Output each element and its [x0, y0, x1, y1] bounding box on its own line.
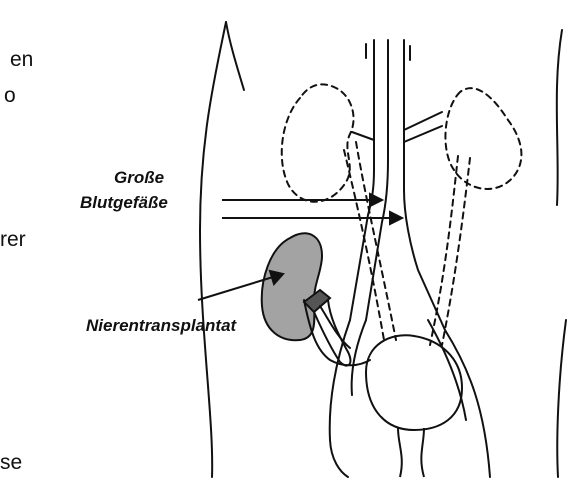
aorta-right-wall — [404, 40, 445, 330]
vena-cava-wall — [366, 40, 388, 320]
native-kidney-left-dashed — [282, 84, 354, 201]
bladder-outline — [366, 335, 462, 430]
iliac-right-outer — [445, 330, 490, 477]
iliac-left-inner — [352, 320, 366, 395]
vessels-arrow-1-head — [370, 194, 382, 206]
torso-right-outline — [557, 30, 562, 205]
native-ureter-right-b — [442, 158, 470, 345]
native-ureter-left-b — [356, 142, 396, 340]
renal-vessel-left-1 — [352, 132, 374, 140]
transplant-kidney — [262, 233, 322, 340]
left-shoulder-curve — [226, 22, 244, 90]
renal-vessel-right-1 — [404, 112, 442, 130]
urethra — [398, 428, 424, 477]
torso-left-outline — [200, 22, 226, 477]
iliac-left-outer — [330, 320, 350, 477]
native-kidney-right-dashed — [445, 88, 521, 189]
torso-right-lower-outline — [557, 320, 566, 477]
vessels-arrow-2-head — [390, 212, 402, 224]
native-ureter-right-a — [430, 156, 458, 345]
